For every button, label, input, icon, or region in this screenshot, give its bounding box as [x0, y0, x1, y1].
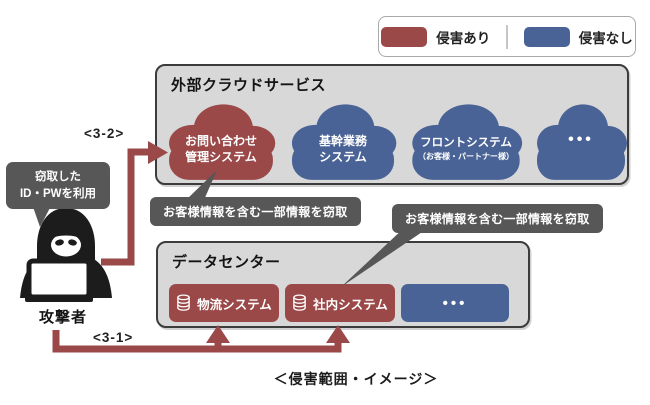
cloud-others: ••• — [531, 100, 631, 182]
cloud-icon — [537, 104, 627, 180]
system-others: ••• — [401, 284, 509, 322]
diagram-caption: ＜侵害範囲・イメージ＞ — [273, 371, 439, 387]
cloud-inquiry-management-system: お問い合わせ 管理システム — [162, 100, 280, 182]
legend-safe-label: 侵害なし — [578, 30, 633, 46]
cloud-icon — [412, 104, 523, 180]
system-logistics: 物流システム — [169, 284, 279, 322]
route-label-3-2: <3-2> — [84, 126, 125, 141]
system-ellipsis-label: ••• — [442, 294, 468, 312]
cloud-front-system: フロントシステム （お客様・パートナー様） — [405, 100, 527, 182]
system-label: 物流システム — [197, 297, 272, 312]
attacker-speech-bubble: 窃取した ID・PWを利用 — [6, 162, 110, 210]
cloud-core-business-system: 基幹業務 システム — [285, 100, 401, 182]
attacker-icon — [20, 208, 112, 302]
cloud-ellipsis-label: ••• — [568, 131, 594, 148]
cloud-label: フロントシステム （お客様・パートナー様） — [418, 137, 514, 161]
cloud-label: 基幹業務 システム — [318, 134, 367, 164]
cloud-section-title: 外部クラウドサービス — [171, 77, 327, 94]
compromised-swatch-icon — [381, 26, 428, 47]
callout-datacenter-data-theft: お客様情報を含む一部情報を窃取 — [392, 204, 603, 233]
legend-divider — [506, 24, 508, 49]
cloud-icon — [291, 104, 397, 180]
cloud-label: お問い合わせ 管理システム — [184, 134, 257, 164]
callout-cloud-data-theft: お客様情報を含む一部情報を窃取 — [150, 197, 361, 226]
legend-compromised-label: 侵害あり — [436, 30, 491, 46]
safe-swatch-icon — [523, 26, 570, 47]
route-label-3-1: <3-1> — [93, 330, 134, 345]
legend: 侵害あり 侵害なし — [378, 16, 636, 57]
system-label: 社内システム — [313, 297, 388, 312]
external-cloud-services-box: 外部クラウドサービス お問い合わせ 管理システム 基幹業務 システム — [155, 64, 629, 185]
system-internal: 社内システム — [285, 284, 395, 322]
database-icon — [293, 294, 306, 311]
attacker-label: 攻撃者 — [38, 309, 87, 326]
datacenter-box: データセンター 物流システム 社内システム ••• — [156, 241, 530, 328]
datacenter-title: データセンター — [172, 254, 281, 271]
database-icon — [177, 294, 190, 311]
